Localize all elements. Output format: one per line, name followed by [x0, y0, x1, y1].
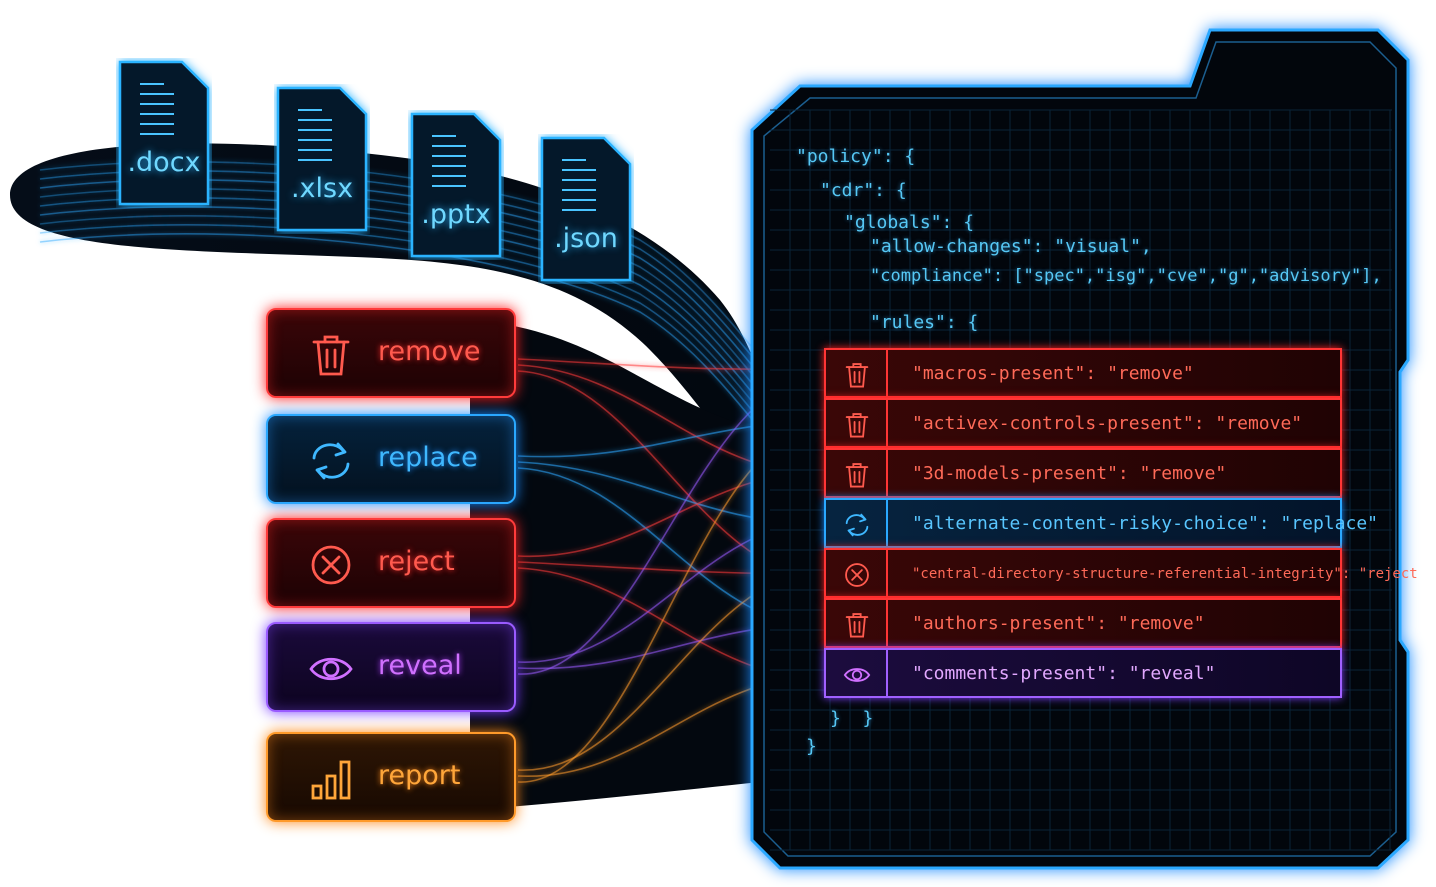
file-extension-label: .pptx: [421, 199, 491, 230]
action-reject: reject: [266, 518, 516, 608]
rule-comments-present: "comments-present": "reveal": [824, 648, 1342, 698]
document-icon: [410, 112, 502, 258]
code-line-allow-changes: "allow-changes": "visual",: [870, 236, 1152, 257]
trash-icon: [845, 363, 869, 388]
document-icon: [540, 136, 632, 282]
action-report: report: [266, 732, 516, 822]
file-extension-label: .xlsx: [290, 173, 354, 204]
rule-activex-controls-present: "activex-controls-present": "remove": [824, 398, 1342, 448]
file-json: .json: [538, 134, 634, 282]
eye-icon: [309, 657, 353, 681]
file-extension-label: .docx: [127, 147, 201, 178]
bar-chart-icon: [311, 760, 351, 800]
x-circle-icon: [845, 563, 869, 587]
rule-alternate-content-risky-choice: "alternate-content-risky-choice": "repla…: [824, 498, 1378, 548]
code-line-rules: "rules": {: [870, 312, 979, 333]
action-reveal: reveal: [266, 622, 516, 712]
file-extension-label: .json: [554, 223, 618, 254]
rule-macros-present: "macros-present": "remove": [824, 348, 1342, 398]
action-label: reject: [378, 546, 455, 577]
file-pptx: .pptx: [408, 110, 504, 258]
rule-text: "macros-present": "remove": [912, 363, 1194, 384]
action-label: replace: [378, 442, 478, 473]
code-close-outer: }: [806, 736, 817, 757]
code-close-inner: } }: [830, 708, 874, 729]
code-line-globals: "globals": {: [844, 212, 975, 233]
action-label: remove: [378, 336, 481, 367]
action-replace: replace: [266, 414, 516, 504]
action-remove: remove: [266, 308, 516, 398]
document-icon: [276, 86, 368, 232]
code-line-policy: "policy": {: [796, 146, 916, 167]
action-label: report: [378, 760, 461, 791]
trash-icon: [845, 613, 869, 638]
rule-3d-models-present: "3d-models-present": "remove": [824, 448, 1342, 498]
rule-central-directory-integrity: "central-directory-structure-referential…: [824, 548, 1418, 598]
code-line-compliance: "compliance": ["spec","isg","cve","g","a…: [870, 266, 1382, 286]
rule-text: "activex-controls-present": "remove": [912, 413, 1303, 434]
x-circle-icon: [311, 545, 351, 585]
action-stream-band: [470, 320, 780, 810]
rule-text: "authors-present": "remove": [912, 613, 1205, 634]
action-label: reveal: [378, 650, 462, 681]
document-icon: [118, 60, 210, 206]
rule-text: "comments-present": "reveal": [912, 663, 1216, 684]
refresh-icon: [312, 442, 350, 480]
file-xlsx: .xlsx: [274, 84, 370, 232]
code-line-cdr: "cdr": {: [820, 180, 907, 201]
file-docx: .docx: [116, 58, 212, 206]
trash-icon: [845, 413, 869, 438]
rule-text: "3d-models-present": "remove": [912, 463, 1227, 484]
rule-text: "central-directory-structure-referential…: [912, 566, 1418, 582]
rule-text: "alternate-content-risky-choice": "repla…: [912, 513, 1378, 534]
trash-icon: [312, 335, 350, 376]
eye-icon: [843, 668, 871, 682]
rule-authors-present: "authors-present": "remove": [824, 598, 1342, 648]
refresh-icon: [845, 513, 869, 537]
trash-icon: [845, 463, 869, 488]
